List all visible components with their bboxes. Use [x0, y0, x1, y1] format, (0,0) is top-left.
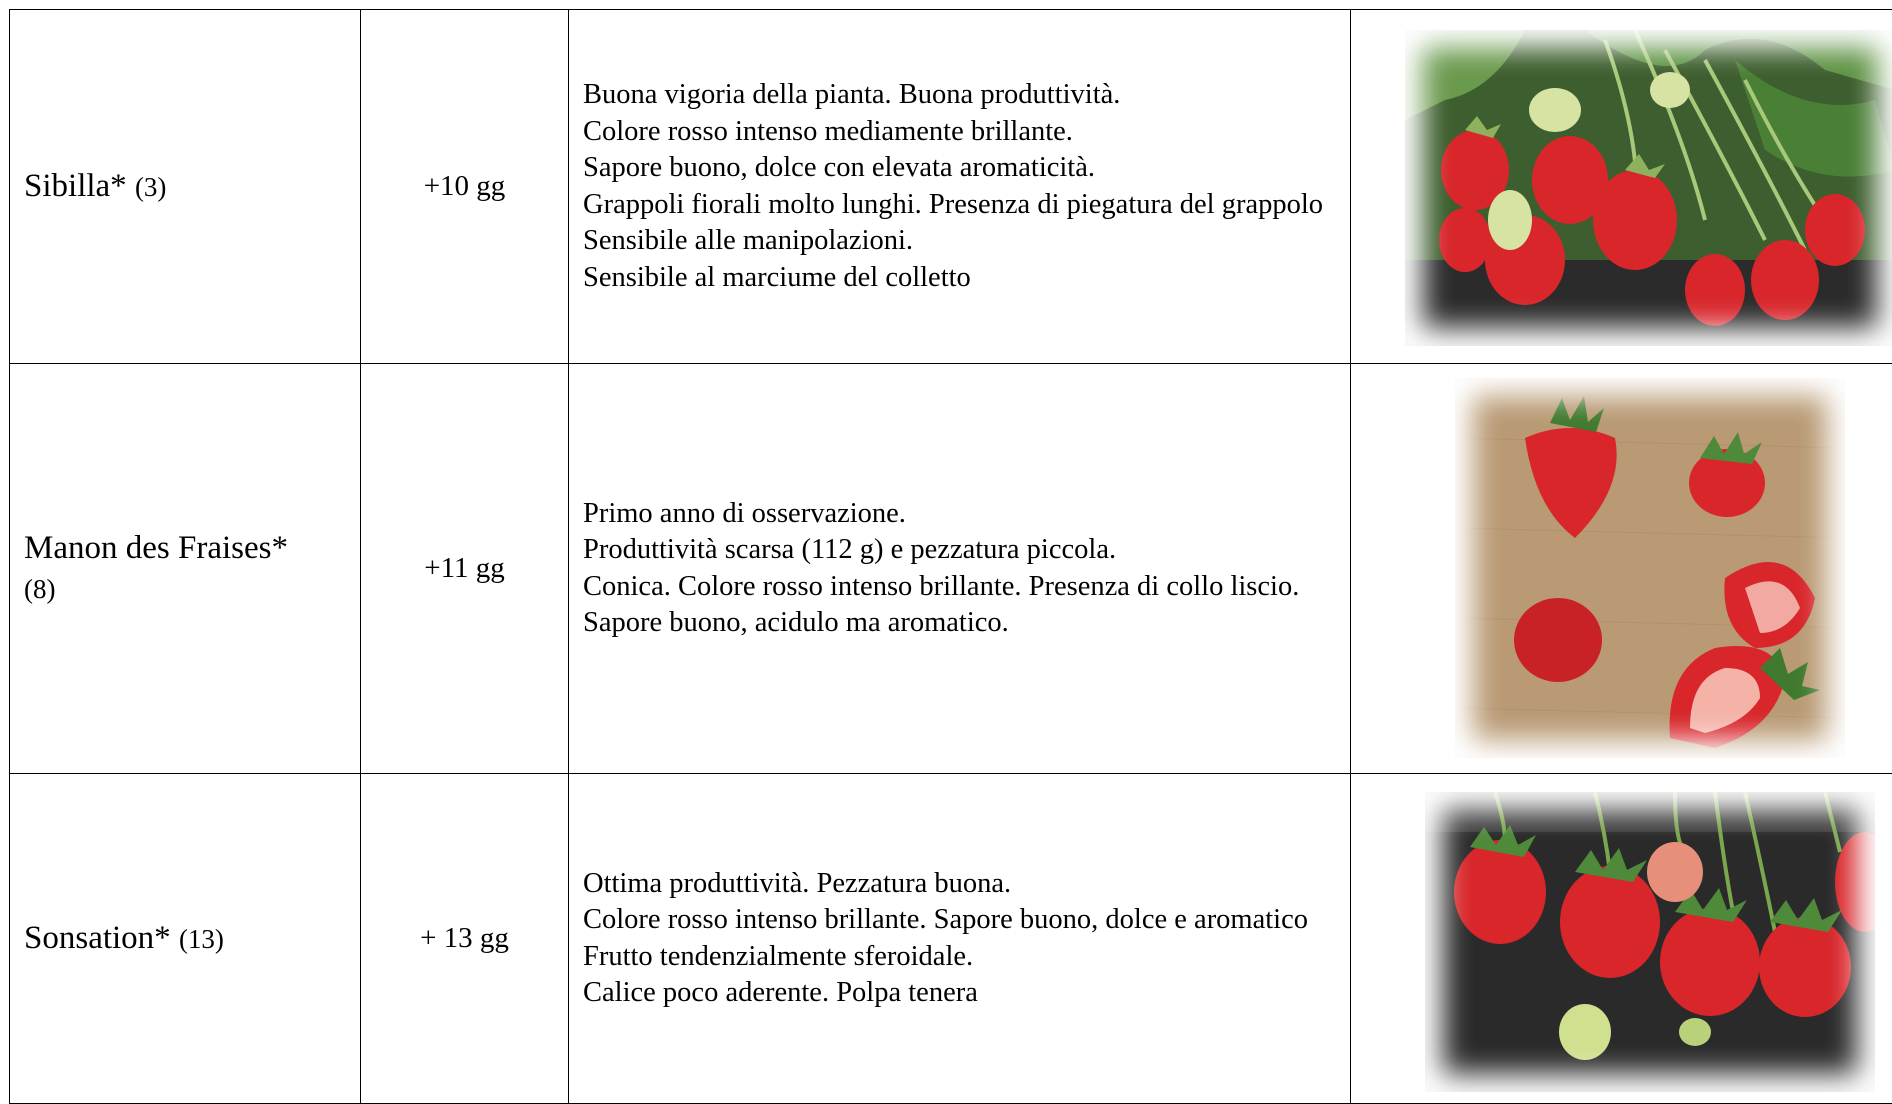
description-line: Grappoli fiorali molto lunghi. Presenza … — [583, 187, 1340, 224]
days-value: + 13 gg — [420, 922, 509, 954]
days-cell: +11 gg — [361, 364, 569, 774]
description-line: Sapore buono, dolce con elevata aromatic… — [583, 150, 1340, 187]
description-line: Calice poco aderente. Polpa tenera — [583, 975, 1340, 1012]
description-line: Frutto tendenzialmente sferoidale. — [583, 939, 1340, 976]
photo-cell — [1351, 364, 1892, 774]
description-line: Produttività scarsa (112 g) e pezzatura … — [583, 532, 1340, 569]
description-line: Ottima produttività. Pezzatura buona. — [583, 866, 1340, 903]
description-line: Primo anno di osservazione. — [583, 496, 1340, 533]
description-line: Conica. Colore rosso intenso brillante. … — [583, 569, 1340, 606]
description-cell: Buona vigoria della pianta. Buona produt… — [569, 10, 1351, 364]
description-line: Buona vigoria della pianta. Buona produt… — [583, 77, 1340, 114]
variety-name: Sibilla* — [24, 168, 127, 204]
strawberry-plant-photo — [1405, 30, 1892, 346]
description-line: Sapore buono, acidulo ma aromatico. — [583, 605, 1340, 642]
variety-name: Manon des Fraises* — [24, 530, 288, 566]
days-value: +11 gg — [424, 552, 505, 584]
description-line: Colore rosso intenso brillante. Sapore b… — [583, 902, 1340, 939]
photo-cell — [1351, 10, 1892, 364]
variety-name-cell: Manon des Fraises* (8) — [10, 364, 361, 774]
strawberries-on-paper-photo — [1455, 378, 1845, 758]
variety-name-cell: Sonsation* (13) — [10, 774, 361, 1104]
days-cell: +10 gg — [361, 10, 569, 364]
variety-number: (13) — [179, 924, 224, 954]
strawberries-hanging-photo — [1425, 792, 1875, 1092]
photo-cell — [1351, 774, 1892, 1104]
description-cell: Primo anno di osservazione. Produttività… — [569, 364, 1351, 774]
table-row: Sibilla* (3) +10 gg Buona vigoria della … — [10, 10, 1892, 364]
varieties-table: Sibilla* (3) +10 gg Buona vigoria della … — [9, 9, 1892, 1104]
days-value: +10 gg — [424, 170, 506, 202]
description-line: Sensibile alle manipolazioni. — [583, 223, 1340, 260]
variety-name-cell: Sibilla* (3) — [10, 10, 361, 364]
table-row: Manon des Fraises* (8) +11 gg Primo anno… — [10, 364, 1892, 774]
table-row: Sonsation* (13) + 13 gg Ottima produttiv… — [10, 774, 1892, 1104]
description-cell: Ottima produttività. Pezzatura buona. Co… — [569, 774, 1351, 1104]
variety-number: (8) — [24, 574, 55, 604]
description-line: Sensibile al marciume del colletto — [583, 260, 1340, 297]
days-cell: + 13 gg — [361, 774, 569, 1104]
variety-number: (3) — [135, 172, 166, 202]
variety-name: Sonsation* — [24, 920, 171, 956]
description-line: Colore rosso intenso mediamente brillant… — [583, 114, 1340, 151]
